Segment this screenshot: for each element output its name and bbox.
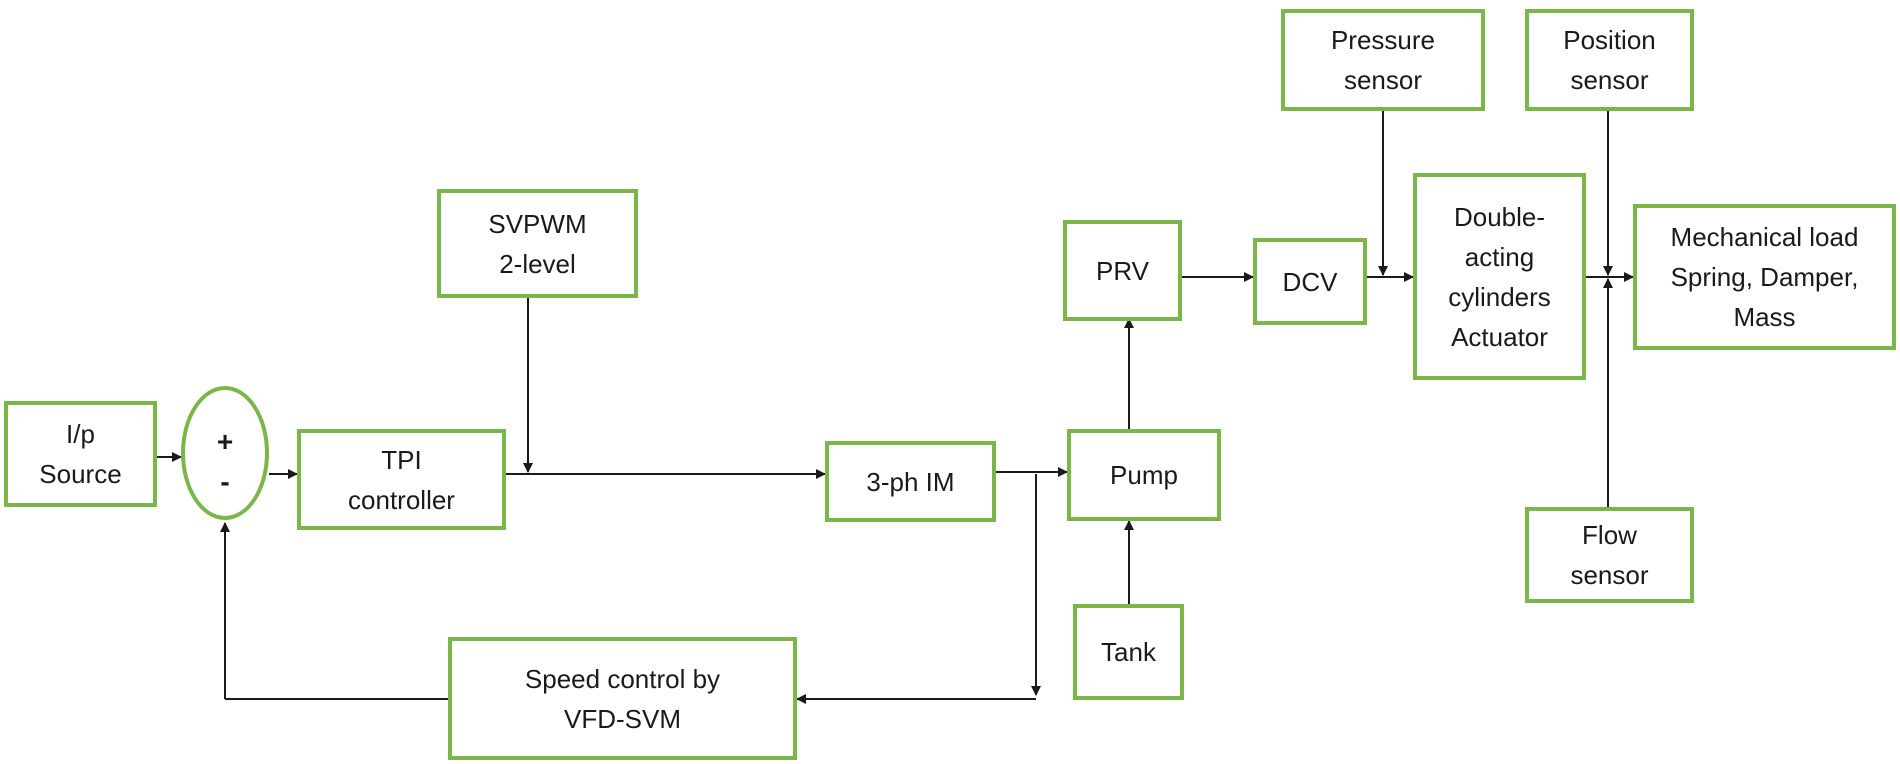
tpi-controller-line-1: TPI	[381, 444, 422, 475]
pressure-sensor-line-1: Pressure	[1330, 25, 1436, 55]
pressure-sensor-line-2: sensor	[1343, 65, 1423, 95]
position-sensor-line-2: sensor	[1570, 65, 1649, 95]
speed-control-line-2: VFD-SVM	[564, 703, 681, 734]
induction-motor-label: 3-ph IM	[866, 466, 955, 497]
tpi-controller-block: TPI controller	[297, 429, 506, 530]
actuator-line-4: Actuator	[1451, 321, 1548, 352]
mechanical-load-block: Mechanical load Spring, Damper, Mass	[1633, 204, 1896, 350]
mechanical-load-line-2: Spring, Damper,	[1670, 262, 1859, 292]
summing-junction: + -	[181, 386, 269, 520]
flow-sensor-line-2: sensor	[1570, 560, 1649, 590]
induction-motor-block: 3-ph IM	[825, 441, 996, 522]
tank-block: Tank	[1073, 604, 1184, 700]
input-source-line-2: Source	[39, 459, 122, 489]
tpi-controller-line-2: controller	[348, 484, 455, 515]
svpwm-line-2: 2-level	[499, 248, 576, 279]
input-source-line-1: I/p	[66, 419, 95, 449]
pressure-sensor-block: Pressure sensor	[1281, 9, 1485, 111]
actuator-line-2: acting	[1464, 241, 1535, 272]
input-source-block: I/p Source	[4, 401, 157, 507]
svpwm-line-1: SVPWM	[488, 208, 587, 239]
actuator-block: Double- acting cylinders Actuator	[1413, 173, 1586, 380]
dcv-block: DCV	[1253, 238, 1367, 325]
dcv-label: DCV	[1282, 266, 1338, 297]
svpwm-block: SVPWM 2-level	[437, 189, 638, 298]
sum-plus-sign: +	[216, 426, 234, 457]
prv-label: PRV	[1096, 255, 1149, 286]
sum-minus-sign: -	[220, 466, 230, 497]
actuator-line-1: Double-	[1453, 201, 1546, 232]
pump-block: Pump	[1067, 429, 1221, 521]
speed-control-block: Speed control by VFD-SVM	[448, 637, 797, 760]
position-sensor-line-1: Position	[1563, 25, 1656, 55]
flow-sensor-line-1: Flow	[1582, 520, 1637, 550]
pump-label: Pump	[1110, 460, 1178, 490]
flow-sensor-block: Flow sensor	[1525, 507, 1694, 603]
actuator-line-3: cylinders	[1448, 281, 1551, 312]
mechanical-load-line-3: Mass	[1733, 302, 1796, 332]
prv-block: PRV	[1063, 220, 1182, 321]
tank-label: Tank	[1101, 637, 1156, 667]
position-sensor-block: Position sensor	[1525, 9, 1694, 111]
mechanical-load-line-1: Mechanical load	[1670, 222, 1859, 252]
speed-control-line-1: Speed control by	[524, 663, 721, 694]
